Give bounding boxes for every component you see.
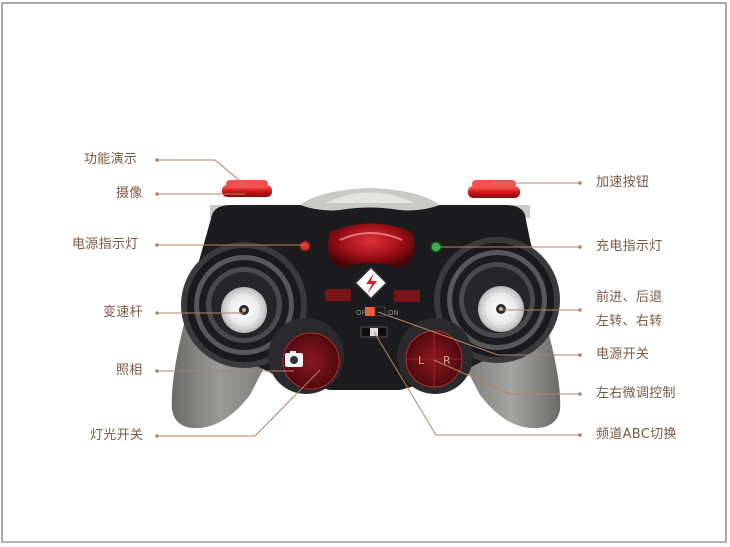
trim-left-marking: L [418,354,425,367]
label-photo: 照相 [116,363,143,378]
label-trim-control: 左右微调控制 [596,386,676,401]
center-red-dome [327,223,415,268]
right-shoulder-button [468,180,520,198]
leader-lines [157,159,580,437]
label-channel-switch: 频道ABC切换 [596,427,677,442]
label-camera-video: 摄像 [116,186,143,201]
leader-dots [155,158,582,438]
trim-right-marking: R [443,354,451,367]
trim-disc: L R [405,330,463,388]
label-charge-indicator: 充电指示灯 [596,239,663,254]
left-function-disc [282,332,340,390]
label-speed-stick: 变速杆 [103,305,143,320]
off-marking: OFF [356,309,370,317]
label-turn-left-right: 左转、右转 [596,314,663,329]
label-demo: 功能演示 [84,152,138,167]
label-power-switch: 电源开关 [596,347,650,362]
label-accelerate-button: 加速按钮 [596,175,650,190]
left-small-button [325,289,351,301]
label-forward-back: 前进、后退 [596,290,663,305]
logo-badge [354,266,388,300]
power-switch: OFF ON [356,306,399,317]
power-indicator-led [299,240,311,252]
label-power-indicator: 电源指示灯 [72,237,139,252]
right-joystick [434,237,560,363]
label-light-switch: 灯光开关 [90,428,144,443]
right-small-button [394,290,420,302]
on-marking: ON [388,309,399,317]
